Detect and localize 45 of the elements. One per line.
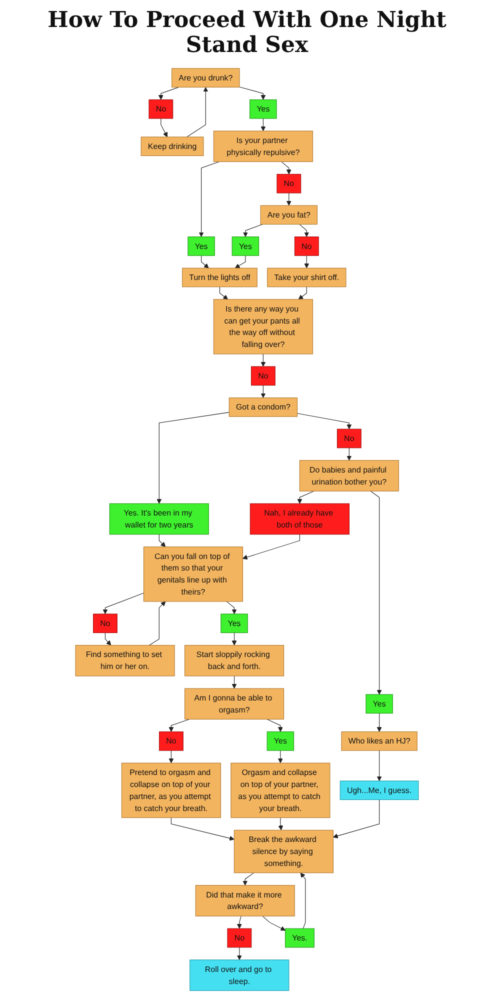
arrow [278, 816, 284, 830]
arrow [156, 412, 230, 504]
arrow [236, 946, 242, 960]
arrow [278, 750, 283, 763]
arrow [226, 600, 237, 614]
arrow [262, 915, 286, 930]
arrow [168, 750, 174, 763]
arrow [297, 490, 314, 504]
arrow [168, 718, 190, 732]
arrow [242, 224, 264, 237]
arrow [266, 718, 283, 732]
arrow [104, 632, 112, 646]
arrow [281, 161, 292, 174]
arrow [201, 254, 209, 268]
arrow [236, 915, 242, 928]
arrow [376, 712, 382, 732]
arrow [102, 592, 144, 614]
arrow [160, 118, 168, 137]
arrow [219, 286, 228, 300]
arrow [158, 534, 166, 547]
arrow [186, 86, 208, 137]
arrow [296, 412, 352, 429]
arrow [370, 490, 382, 694]
arrow [260, 118, 266, 131]
arrow [232, 632, 237, 646]
arrow [170, 816, 234, 840]
arrow [304, 254, 310, 268]
arrow [346, 447, 352, 460]
arrow [332, 799, 380, 838]
arrow [298, 286, 307, 300]
arrow [148, 600, 166, 646]
arrow [242, 534, 300, 560]
arrow [299, 224, 310, 237]
arrow [234, 254, 246, 268]
arrow [286, 192, 292, 206]
arrow [260, 353, 266, 366]
arrow [260, 384, 266, 398]
arrow [158, 86, 180, 100]
arrow [242, 872, 254, 886]
arrow [198, 161, 220, 237]
arrow [300, 872, 306, 928]
arrow [232, 675, 237, 688]
diagram-title: How To Proceed With One Night Stand Sex [46, 8, 448, 59]
arrow [376, 750, 382, 781]
arrow [239, 86, 266, 100]
